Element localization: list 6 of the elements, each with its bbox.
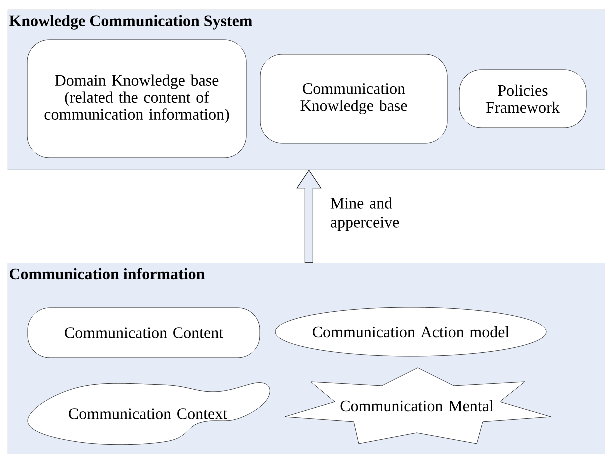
- rounded-box: Communication Content: [28, 308, 260, 358]
- rounded-box: Policies Framework: [459, 70, 587, 128]
- rounded-box: Domain Knowledge base (related the content of communication information): [27, 40, 247, 158]
- block-arrow: [296, 170, 322, 264]
- rounded-box: Communication Knowledge base: [260, 54, 448, 144]
- edge-label: Mine and apperceive: [330, 198, 400, 232]
